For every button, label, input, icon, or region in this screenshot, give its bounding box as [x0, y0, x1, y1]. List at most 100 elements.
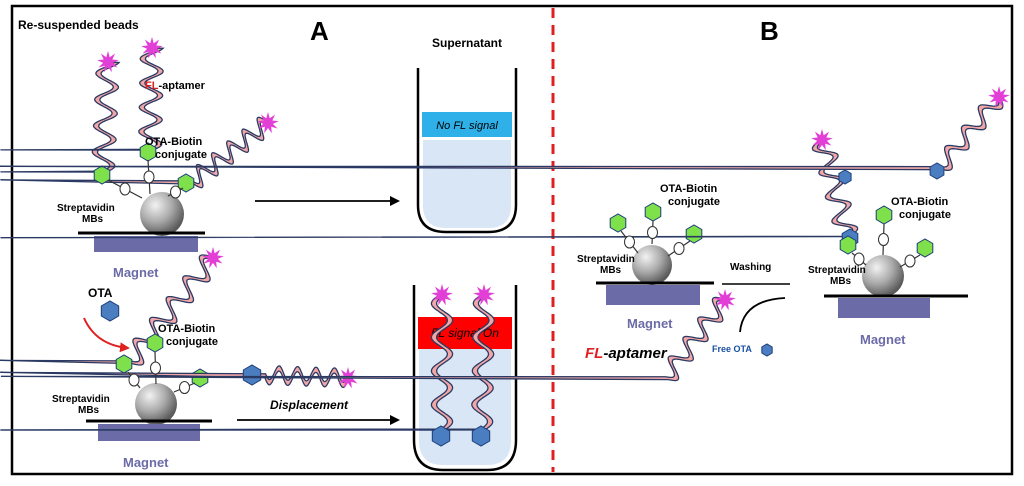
figure-frame	[10, 4, 1014, 476]
biotin-circle	[143, 170, 155, 184]
free-fl-aptamer-ota	[0, 86, 1010, 171]
ota-biotin-label-line2: conjugate	[166, 336, 218, 348]
panel-b-letter: B	[760, 16, 779, 46]
streptavidin-bead	[135, 383, 177, 425]
biotin-circle	[673, 242, 685, 255]
biotin-circle	[904, 254, 916, 268]
magnet-label: Magnet	[860, 332, 906, 347]
biotin-circle	[853, 252, 865, 266]
ota-biotin-label-line2: conjugate	[899, 209, 951, 221]
biotin-circle	[647, 226, 658, 239]
free-ota-hexagon	[761, 343, 773, 357]
fluorophore-star	[141, 37, 163, 59]
bottom-assembly-a: OTA OTA-Biotin conjugate Streptavidin MB…	[0, 247, 224, 470]
washing-curve	[739, 297, 786, 333]
fluorophore-star	[202, 247, 224, 269]
fl-aptamer-strand	[0, 247, 224, 366]
top-assembly-a: FL-aptamer OTA-Biotin conjugate Streptav…	[0, 37, 279, 280]
ota-biotin-hexagon	[644, 202, 662, 222]
biotin-circle	[119, 182, 131, 196]
resuspended-label: Re-suspended beads	[18, 18, 139, 32]
biotin-circle	[179, 381, 190, 394]
ota-biotin-hexagon	[916, 238, 934, 258]
washing-label: Washing	[730, 262, 771, 273]
fluorophore-star	[473, 284, 495, 306]
biotin-circle	[170, 185, 181, 199]
fluorophore-star	[97, 51, 119, 73]
displacement-label: Displacement	[270, 398, 349, 412]
magnet-block	[94, 236, 198, 252]
ota-biotin-hexagon	[177, 173, 195, 193]
no-signal-text: No FL signal	[436, 120, 498, 132]
ota-hexagon	[431, 425, 451, 447]
ota-biotin-hexagon	[146, 333, 164, 353]
biotin-circle	[878, 233, 889, 246]
ota-hexagon	[838, 169, 852, 185]
ota-binding-arrow	[83, 317, 130, 353]
streptavidin-bead	[140, 192, 184, 236]
ota-biotin-label-line1: OTA-Biotin	[891, 196, 949, 208]
ota-label: OTA	[88, 286, 113, 300]
ota-biotin-label-line2: conjugate	[155, 149, 207, 161]
aptamer-band	[0, 116, 271, 189]
fl-aptamer-in-tube	[0, 284, 495, 431]
streptavidin-label-line2: MBs	[830, 276, 852, 287]
fl-aptamer-strand	[0, 112, 279, 189]
ota-biotin-hexagon	[115, 354, 133, 374]
ota-biotin-hexagon	[93, 165, 111, 185]
fl-prefix: FL	[145, 80, 159, 92]
streptavidin-bead	[632, 245, 672, 285]
fl-aptamer-strand	[0, 37, 165, 151]
biotin-circle	[128, 373, 140, 387]
fl-aptamer-strand	[0, 51, 121, 173]
ota-hexagon	[929, 162, 945, 180]
fluorophore-star	[431, 284, 453, 306]
biotin-circle	[150, 361, 161, 375]
biotin-circle	[624, 235, 635, 249]
streptavidin-label-line2: MBs	[82, 214, 104, 225]
magnet-label: Magnet	[627, 316, 673, 331]
magnet-block	[606, 285, 700, 305]
streptavidin-label-line1: Streptavidin	[57, 203, 115, 214]
fluorophore-star	[714, 289, 736, 311]
magnet-block	[98, 424, 200, 441]
biotin-linkers	[107, 159, 921, 394]
fl-aptamer-label: FL-aptamer	[585, 345, 668, 362]
ota-biotin-hexagon	[875, 205, 893, 225]
ota-biotin-label-line1: OTA-Biotin	[660, 183, 718, 195]
streptavidin-label-line1: Streptavidin	[577, 254, 635, 265]
aptamer-suffix: -aptamer	[603, 345, 668, 362]
ota-biotin-label-line1: OTA-Biotin	[145, 136, 203, 148]
free-ota-label: Free OTA	[712, 344, 752, 354]
fl-prefix: FL	[585, 345, 603, 362]
fluorophore-star	[257, 112, 279, 134]
ota-biotin-label-line1: OTA-Biotin	[158, 323, 216, 335]
tube-signal-on: FL signal On	[0, 284, 518, 472]
aptamer-suffix: -aptamer	[158, 80, 205, 92]
streptavidin-label-line2: MBs	[78, 405, 100, 416]
streptavidin-label-line2: MBs	[600, 265, 622, 276]
panel-a-letter: A	[310, 16, 329, 46]
ota-biotin-hexagon	[685, 224, 703, 244]
right-assembly-b: OTA-Biotin conjugate Streptavidin MBs Ma…	[0, 129, 968, 347]
magnet-label: Magnet	[113, 265, 159, 280]
ota-biotin-hexagon	[839, 235, 857, 255]
left-assembly-b: OTA-Biotin conjugate Streptavidin MBs Ma…	[577, 183, 720, 331]
streptavidin-label-line1: Streptavidin	[808, 265, 866, 276]
magnet-block	[838, 298, 930, 318]
tube-no-signal: No FL signal	[416, 68, 518, 234]
aptamer-band	[0, 47, 165, 151]
ota-biotin-hexagon	[609, 213, 627, 233]
ota-hexagon	[100, 300, 120, 322]
aptamer-band	[0, 61, 121, 173]
magnet-label: Magnet	[123, 455, 169, 470]
released-fl-aptamer	[0, 289, 736, 382]
fl-aptamer-strand	[0, 129, 859, 239]
ota-hexagon	[471, 425, 491, 447]
streptavidin-label-line1: Streptavidin	[52, 394, 110, 405]
fluorophore-star	[988, 86, 1010, 108]
fl-aptamer-label: FL-aptamer	[145, 80, 206, 92]
ota-biotin-label-line2: conjugate	[668, 196, 720, 208]
